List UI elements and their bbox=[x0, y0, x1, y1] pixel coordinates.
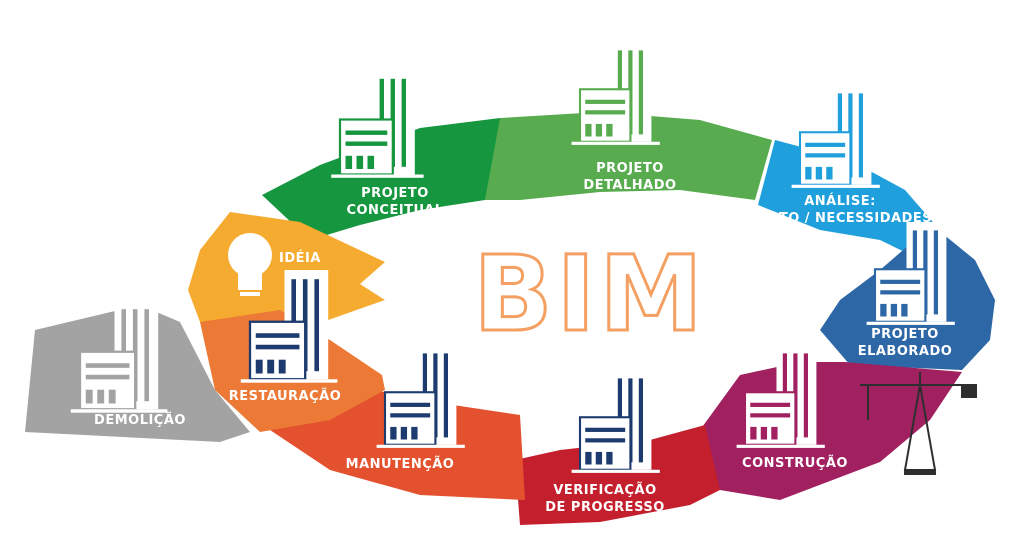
label-demolicao: DEMOLIÇÃO bbox=[94, 412, 186, 428]
label-restauracao: RESTAURAÇÃO bbox=[229, 388, 342, 404]
segment-projeto-detalhado: PROJETO DETALHADO bbox=[485, 40, 772, 200]
segment-analise: ANÁLISE: CUSTO / NECESSIDADES bbox=[748, 83, 938, 262]
segment-demolicao: DEMOLIÇÃO bbox=[25, 298, 250, 442]
label-conceitual-1: PROJETO bbox=[361, 186, 429, 201]
label-construcao: CONSTRUÇÃO bbox=[742, 455, 848, 471]
label-conceitual-2: CONCEITUAL bbox=[346, 203, 443, 218]
label-elaborado-2: ELABORADO bbox=[858, 344, 953, 359]
segment-construcao: CONSTRUÇÃO bbox=[700, 343, 977, 500]
label-elaborado-1: PROJETO bbox=[871, 327, 939, 342]
segment-verificacao: VERIFICAÇÃO DE PROGRESSO bbox=[515, 368, 720, 525]
label-verificacao-1: VERIFICAÇÃO bbox=[553, 482, 656, 498]
label-analise-1: ANÁLISE: bbox=[804, 193, 876, 209]
lightbulb-icon bbox=[228, 233, 272, 296]
segment-projeto-conceitual: PROJETO CONCEITUAL bbox=[262, 68, 515, 240]
segment-restauracao: RESTAURAÇÃO bbox=[200, 268, 385, 432]
bim-title: BIM bbox=[473, 233, 706, 355]
label-ideia: IDÉIA bbox=[279, 250, 321, 266]
label-verificacao-2: DE PROGRESSO bbox=[545, 500, 665, 515]
crane-icon bbox=[860, 372, 977, 475]
segment-projeto-elaborado: PROJETO ELABORADO bbox=[820, 220, 995, 370]
label-detalhado-1: PROJETO bbox=[596, 161, 664, 176]
label-detalhado-2: DETALHADO bbox=[583, 178, 676, 193]
label-manutencao: MANUTENÇÃO bbox=[346, 456, 455, 472]
label-analise-2: CUSTO / NECESSIDADES bbox=[748, 211, 932, 226]
